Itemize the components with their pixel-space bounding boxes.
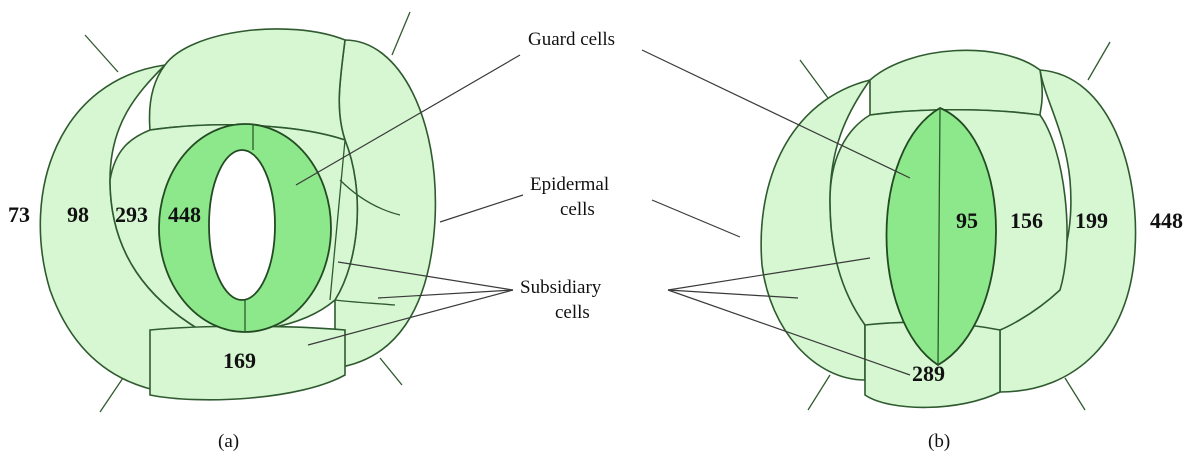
cell-wall-a-1	[329, 139, 346, 301]
value-b-156: 156	[1010, 208, 1043, 233]
leader-subsidiary-a-2	[377, 289, 514, 299]
radial-line-a-top-left	[84, 34, 119, 73]
leader-epidermal-b	[651, 199, 741, 238]
label-subsidiary-line1: Subsidiary	[520, 277, 602, 298]
leader-subsidiary-a-3	[307, 289, 514, 346]
value-b-95: 95	[956, 208, 978, 233]
value-b-289: 289	[912, 361, 945, 386]
value-a-169: 169	[223, 348, 256, 373]
caption-b: (b)	[928, 431, 950, 452]
radial-line-a-top-right	[391, 11, 411, 56]
label-subsidiary-line2: cells	[555, 302, 590, 323]
value-b-199: 199	[1075, 208, 1108, 233]
value-b-448: 448	[1150, 208, 1183, 233]
cell-wall-a-2	[339, 179, 401, 216]
bottom-cell-a	[149, 325, 346, 401]
radial-line-b-top-right	[1087, 41, 1111, 81]
stomatal-pore-a	[208, 149, 276, 301]
cell-wall-a-3	[334, 299, 396, 306]
guard-cell-divider-b	[937, 107, 941, 366]
label-epidermal-line2: cells	[560, 199, 595, 220]
value-a-448: 448	[168, 202, 201, 227]
label-guard-cells: Guard cells	[528, 29, 615, 50]
leader-subsidiary-b-1	[667, 257, 871, 291]
radial-line-a-bottom-right	[379, 357, 403, 386]
value-a-73: 73	[8, 202, 30, 227]
label-epidermal-line1: Epidermal	[530, 174, 609, 195]
value-a-293: 293	[115, 202, 148, 227]
panel-a: 73 98 293 448 169 (a)	[8, 11, 437, 452]
radial-line-b-bottom-left	[807, 374, 831, 411]
panel-b: 95 156 199 448 289 (b)	[760, 41, 1183, 452]
leader-epidermal-a	[439, 194, 524, 223]
label-group: Guard cells Epidermal cells Subsidiary c…	[295, 29, 911, 376]
radial-line-a-bottom-left	[99, 374, 126, 413]
top-cell-b	[869, 49, 1043, 116]
radial-line-b-bottom-right	[1064, 377, 1086, 411]
caption-a: (a)	[218, 431, 239, 452]
leader-subsidiary-b-2	[667, 289, 799, 299]
leader-subsidiary-a-1	[337, 261, 514, 291]
leader-subsidiary-b-3	[667, 289, 911, 376]
value-a-98: 98	[67, 202, 89, 227]
radial-line-b-top-left	[799, 59, 829, 99]
outer-cell-b-left	[760, 78, 872, 381]
leader-guard-b	[641, 49, 911, 179]
leader-guard-a	[295, 54, 521, 186]
